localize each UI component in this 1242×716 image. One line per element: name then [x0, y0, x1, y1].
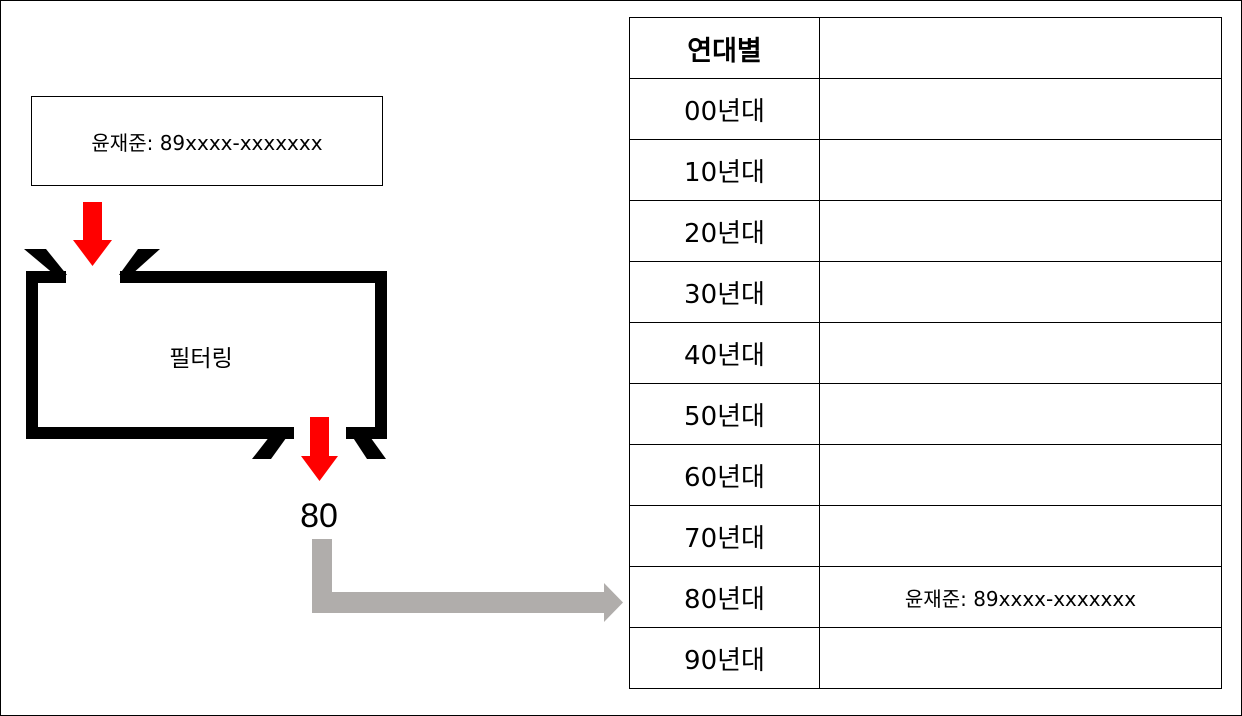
table-row: 00년대: [629, 78, 1222, 140]
decade-cell: 50년대: [629, 383, 820, 445]
value-cell: 윤재준: 89xxxx-xxxxxxx: [819, 566, 1222, 628]
decade-cell: 00년대: [629, 78, 820, 140]
value-cell: [819, 627, 1222, 689]
table-row: 90년대: [629, 627, 1222, 689]
value-cell: [819, 78, 1222, 140]
decade-table: 연대별 00년대 10년대 20년대 30년대 40년대 50년대 60년대: [629, 17, 1222, 689]
input-record-text: 윤재준: 89xxxx-xxxxxxx: [91, 130, 323, 155]
decade-cell: 20년대: [629, 200, 820, 262]
route-elbow-right-arrow-icon: [312, 539, 623, 622]
value-cell: [819, 261, 1222, 323]
header-value: [819, 17, 1222, 79]
decade-cell: 10년대: [629, 139, 820, 201]
table-row: 60년대: [629, 444, 1222, 506]
decade-cell: 30년대: [629, 261, 820, 323]
input-record-box: 윤재준: 89xxxx-xxxxxxx: [31, 96, 383, 186]
table-row: 50년대: [629, 383, 1222, 445]
value-cell: [819, 444, 1222, 506]
output-down-arrow-icon: [301, 417, 338, 481]
input-down-arrow-icon: [73, 202, 112, 266]
table-row: 30년대: [629, 261, 1222, 323]
decade-cell: 80년대: [629, 566, 820, 628]
value-cell: [819, 383, 1222, 445]
value-cell: [819, 505, 1222, 567]
table-row: 20년대: [629, 200, 1222, 262]
decade-cell: 40년대: [629, 322, 820, 384]
table-row: 80년대 윤재준: 89xxxx-xxxxxxx: [629, 566, 1222, 628]
header-decade: 연대별: [629, 17, 820, 79]
filter-frame: [24, 249, 387, 459]
decade-cell: 60년대: [629, 444, 820, 506]
filter-label: 필터링: [169, 346, 233, 372]
value-cell: [819, 139, 1222, 201]
table-row: 40년대: [629, 322, 1222, 384]
value-cell: [819, 322, 1222, 384]
table-row: 10년대: [629, 139, 1222, 201]
table-header-row: 연대별: [629, 17, 1222, 79]
decade-result-value: 80: [300, 497, 338, 535]
value-cell: [819, 200, 1222, 262]
decade-cell: 70년대: [629, 505, 820, 567]
table-row: 70년대: [629, 505, 1222, 567]
decade-cell: 90년대: [629, 627, 820, 689]
